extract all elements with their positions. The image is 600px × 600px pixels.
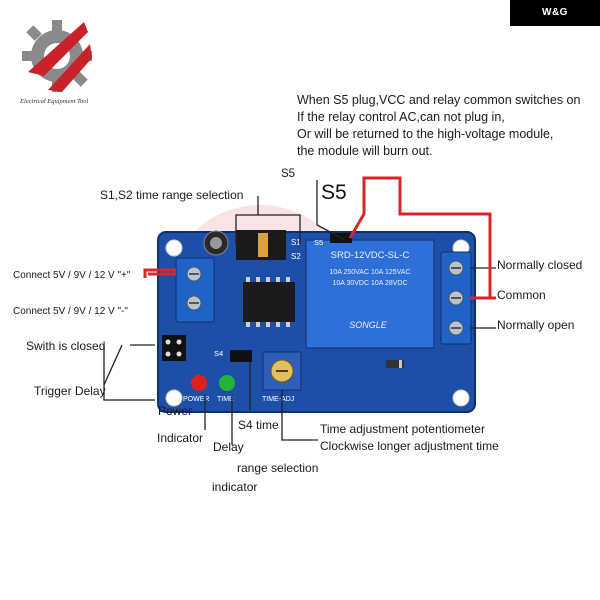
label-vcc-plus: Connect 5V / 9V / 12 V "+" [13,270,131,281]
leader-lines [103,180,496,445]
brand-badge: W&G [510,0,600,26]
silk-power: POWER [183,396,209,403]
warning-line-3: Or will be returned to the high-voltage … [297,127,554,141]
logo-caption: Electrical Equipment Tool [20,98,89,105]
warning-line-2: If the relay control AC,can not plug in, [297,110,505,124]
relay-body [305,239,435,349]
label-normally-closed: Normally closed [497,258,583,272]
switch-header [162,335,186,361]
s5-callout-big: S5 [321,181,347,204]
power-terminal-block [175,257,215,323]
label-time-pot: Time adjustment potentiometer [320,422,485,436]
label-range-selection: range selection [237,461,319,475]
ic-chip [243,282,295,322]
label-indicator: Indicator [157,431,204,445]
mount-hole-bl [165,389,183,407]
silk-time: TIME [217,396,234,403]
silk-s2: S2 [291,252,301,261]
relay-model-text: SRD-12VDC-SL-C [331,250,410,261]
silk-s5: S5 [314,238,323,247]
label-power: Power [158,404,193,418]
label-s1-s2-range: S1,S2 time range selection [100,188,244,202]
silk-s4: S4 [214,349,223,358]
label-normally-open: Normally open [497,318,575,332]
label-common: Common [497,288,546,302]
relay-brand-text: SONGLE [349,320,388,330]
warning-line-1: When S5 plug,VCC and relay common switch… [297,93,581,107]
relay-rating-1: 10A 250VAC 10A 125VAC [329,269,410,276]
silk-s1: S1 [291,238,301,247]
silk-time-adj: TIME-ADJ [262,396,294,403]
label-indicator-2: indicator [212,480,258,494]
s4-jumper [230,350,252,362]
relay-rating-2: 10A 30VDC 10A 28VDC [332,280,407,287]
red-wires [143,176,496,300]
mount-hole-br [452,389,470,407]
label-vcc-minus: Connect 5V / 9V / 12 V "-" [13,306,128,317]
label-s5: S5 [281,168,296,180]
label-trigger-delay: Trigger Delay [34,384,106,398]
label-switch-closed: Swith is closed [26,339,106,353]
label-s4-time: S4 time [238,418,279,432]
gear-logo-icon [22,20,92,92]
warning-line-4: the module will burn out. [297,144,433,158]
label-delay: Delay [213,440,244,454]
mount-hole-tl [165,239,183,257]
diode [386,360,404,368]
label-clockwise: Clockwise longer adjustment time [320,439,499,453]
time-led [219,375,235,391]
power-led [191,375,207,391]
